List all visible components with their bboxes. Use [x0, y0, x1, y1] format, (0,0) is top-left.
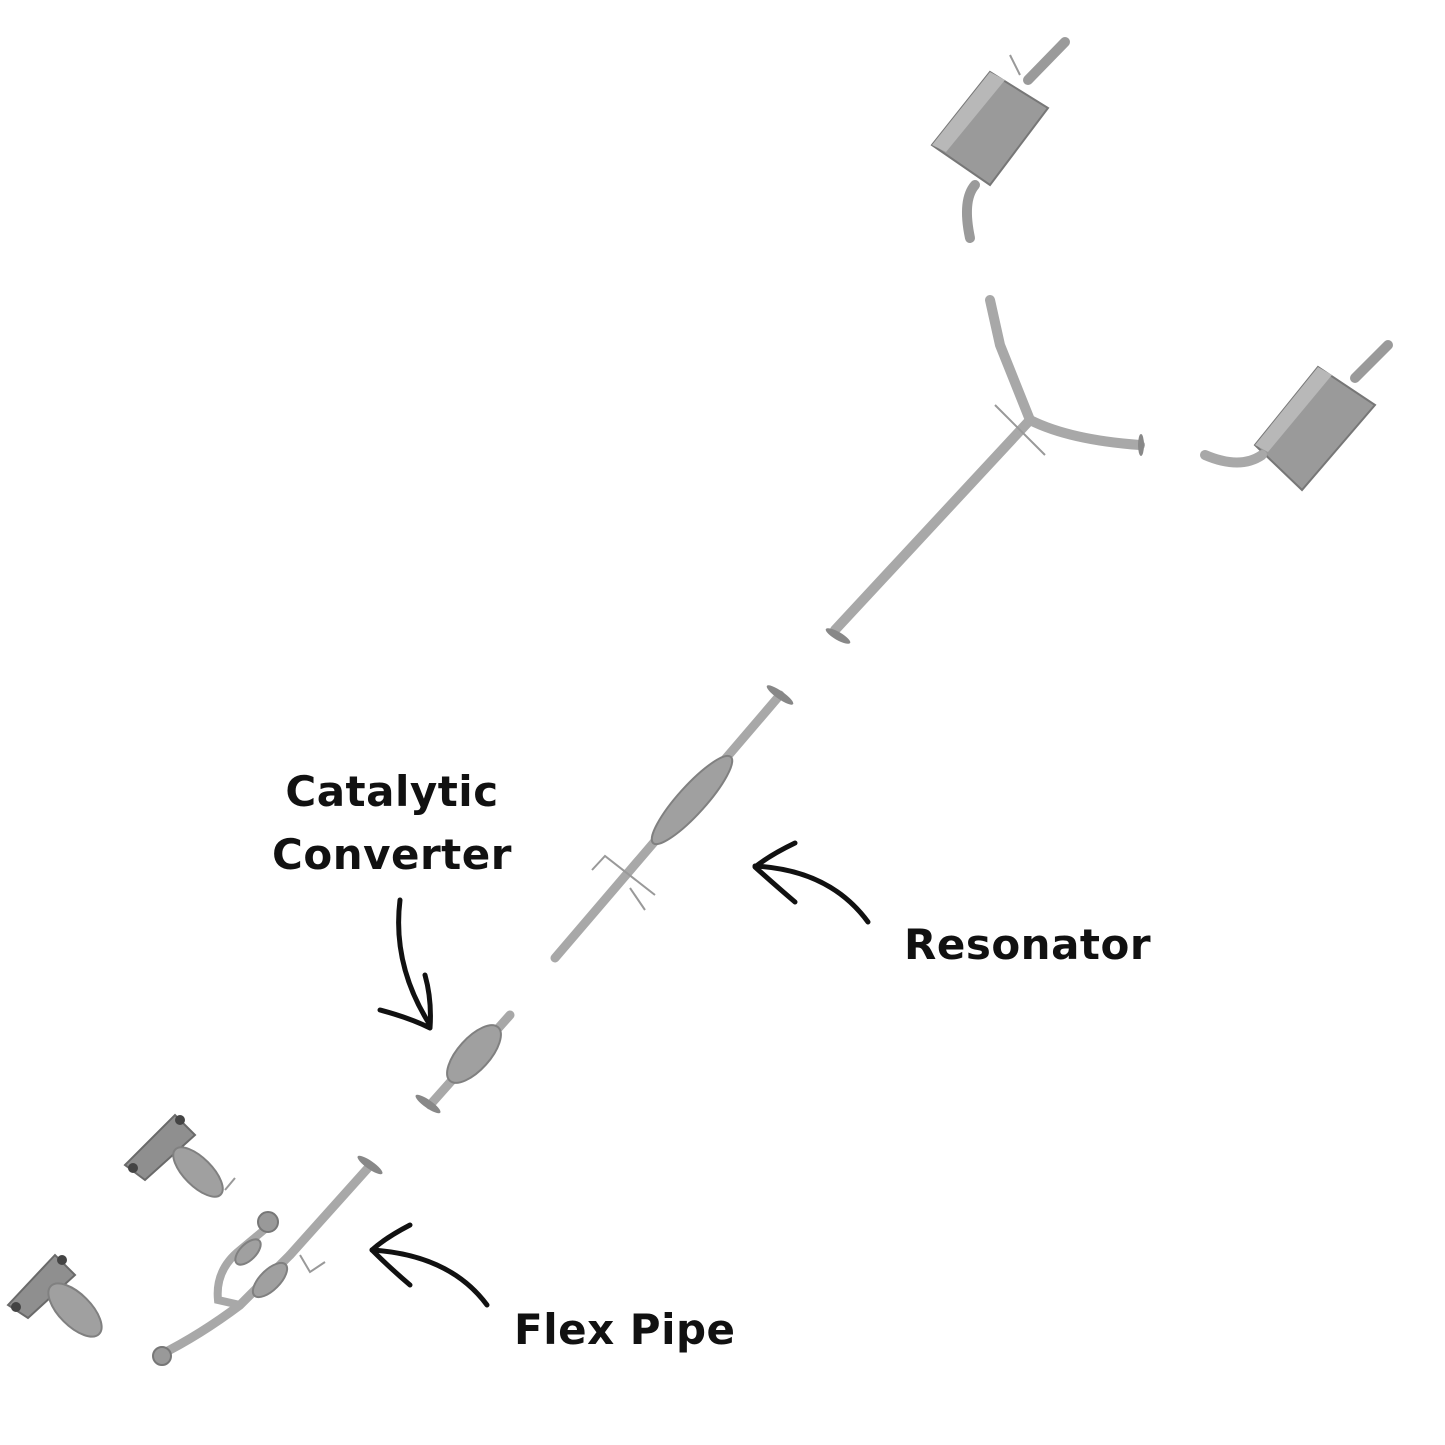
resonator-pipe — [550, 685, 794, 963]
intermediate-y-pipe — [825, 295, 1145, 644]
resonator-arrow — [752, 840, 871, 925]
exhaust-manifold-upper — [123, 1113, 236, 1198]
flex-pipe-arrow — [369, 1222, 490, 1308]
catalytic-converter-label: Catalytic Converter — [272, 760, 512, 886]
resonator-label: Resonator — [904, 920, 1152, 969]
catalytic-label-line2: Converter — [272, 830, 512, 879]
catalytic-converter — [415, 1010, 515, 1114]
rear-muffler-upper — [930, 37, 1070, 243]
rear-muffler-right — [1200, 340, 1393, 492]
exhaust-manifold-lower — [6, 1253, 103, 1338]
flex-pipe-assembly — [152, 1155, 383, 1366]
flex-pipe-label: Flex Pipe — [514, 1305, 736, 1354]
catalytic-arrow — [377, 897, 433, 1031]
catalytic-label-line1: Catalytic — [285, 767, 499, 816]
